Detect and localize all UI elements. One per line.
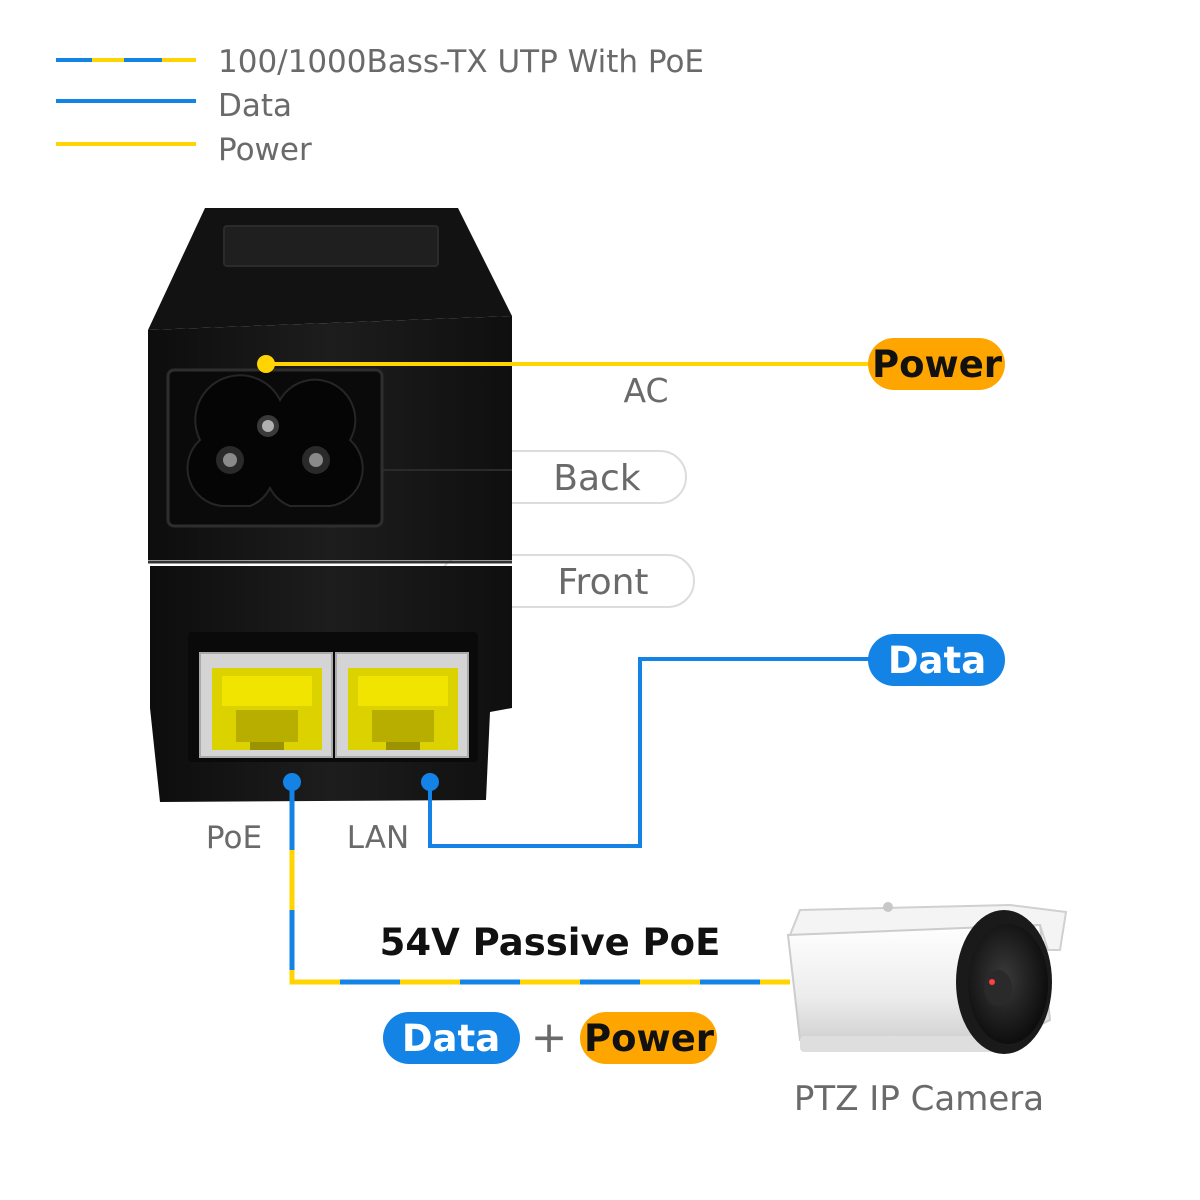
legend-item-poe: 100/1000Bass-TX UTP With PoE — [56, 44, 704, 80]
legend-item-power: Power — [56, 132, 312, 168]
data-output-label: Data — [402, 1017, 500, 1060]
poe-port-label: PoE — [206, 820, 262, 856]
power-output-pill: Power — [580, 1012, 717, 1064]
back-label: Back — [553, 458, 641, 499]
data-input-label: Data — [888, 639, 986, 682]
ac-power-line: AC — [257, 355, 880, 410]
legend-label-power: Power — [218, 132, 312, 168]
bullet-camera-icon — [786, 902, 1068, 1054]
poe-injector — [148, 208, 512, 802]
legend-label-poe: 100/1000Bass-TX UTP With PoE — [218, 44, 704, 80]
power-input-pill: Power — [868, 338, 1005, 390]
front-label: Front — [557, 562, 648, 603]
power-input-label: Power — [872, 343, 1003, 386]
plus-sign: + — [531, 1012, 568, 1063]
rj45-port-icon — [199, 652, 333, 758]
legend-item-data: Data — [56, 88, 292, 124]
power-output-label: Power — [584, 1017, 715, 1060]
rj45-port-icon — [335, 652, 469, 758]
legend: 100/1000Bass-TX UTP With PoE Data Power — [56, 44, 704, 168]
data-output-pill: Data — [383, 1012, 520, 1064]
data-input-pill: Data — [868, 634, 1005, 686]
cable-title: 54V Passive PoE — [380, 921, 721, 964]
camera-label: PTZ IP Camera — [794, 1079, 1044, 1119]
lan-port-label: LAN — [347, 820, 409, 856]
lan-data-line — [421, 657, 880, 848]
legend-label-data: Data — [218, 88, 292, 124]
ac-label: AC — [623, 371, 668, 410]
poe-cable — [283, 773, 790, 985]
ac-socket-icon — [166, 368, 384, 528]
